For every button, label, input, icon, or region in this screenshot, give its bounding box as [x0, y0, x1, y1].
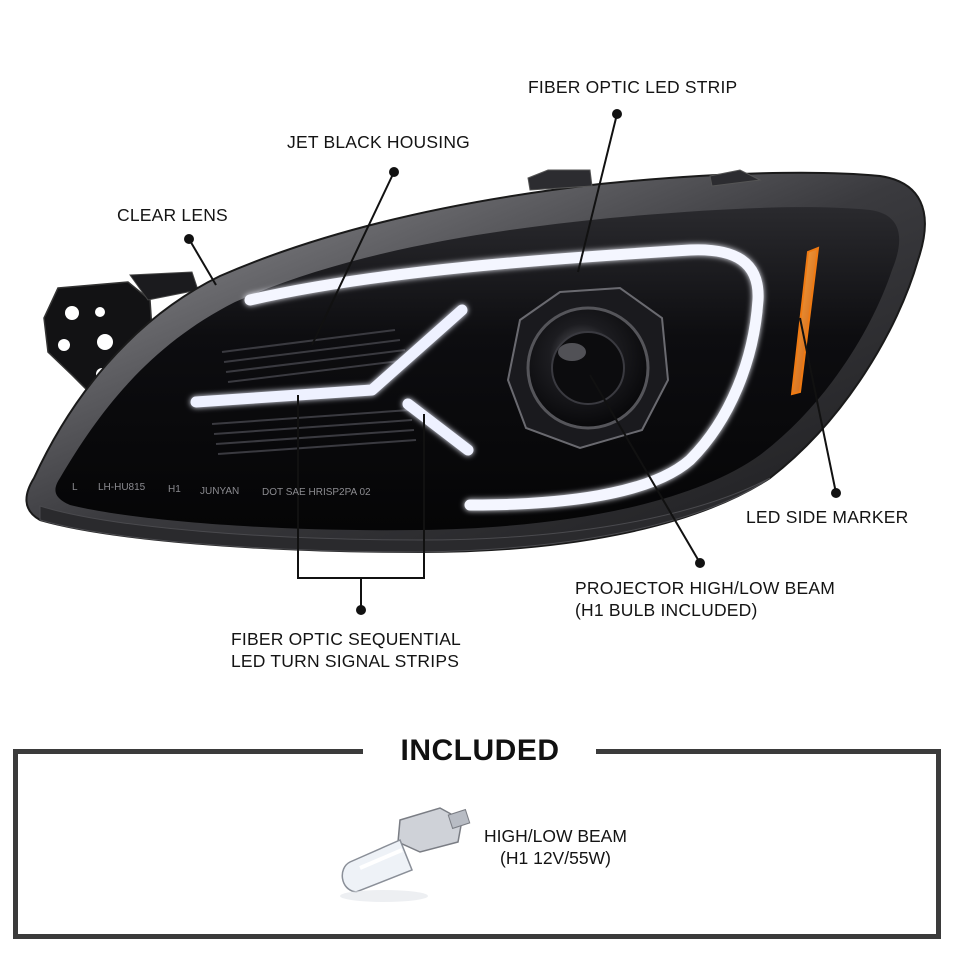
- projector-lens: [506, 286, 670, 450]
- fiber-optic-led-strip: [244, 244, 764, 511]
- included-top-rule-right: [596, 749, 941, 754]
- callout-projector-beam: PROJECTOR HIGH/LOW BEAM (H1 BULB INCLUDE…: [575, 577, 835, 621]
- housing-louvers: [211, 329, 417, 455]
- led-side-marker: [790, 246, 820, 396]
- callout-projector-line1: PROJECTOR HIGH/LOW BEAM: [575, 578, 835, 598]
- leader-dots: [184, 109, 841, 615]
- included-box: [13, 749, 941, 939]
- callout-sequential-turn-signal: FIBER OPTIC SEQUENTIAL LED TURN SIGNAL S…: [231, 628, 461, 672]
- sequential-turn-signal-strips: [190, 304, 474, 456]
- h1-bulb-icon: [340, 807, 471, 902]
- leader-lines: [188, 113, 837, 610]
- callout-jet-black-housing: JET BLACK HOUSING: [287, 132, 470, 152]
- callout-projector-line2: (H1 BULB INCLUDED): [575, 600, 758, 620]
- included-item-line1: HIGH/LOW BEAM: [484, 826, 627, 846]
- callout-clear-lens: CLEAR LENS: [117, 205, 228, 225]
- callout-fiber-optic-led-strip: FIBER OPTIC LED STRIP: [528, 77, 738, 97]
- included-top-rule-left: [13, 749, 363, 754]
- callout-sequential-line2: LED TURN SIGNAL STRIPS: [231, 651, 460, 671]
- callout-led-side-marker: LED SIDE MARKER: [746, 507, 909, 527]
- included-item-line2: (H1 12V/55W): [500, 848, 611, 868]
- callout-sequential-line1: FIBER OPTIC SEQUENTIAL: [231, 629, 461, 649]
- jet-black-housing-body: [55, 207, 900, 531]
- included-item-label: HIGH/LOW BEAM (H1 12V/55W): [484, 825, 627, 869]
- included-heading: INCLUDED: [400, 734, 560, 767]
